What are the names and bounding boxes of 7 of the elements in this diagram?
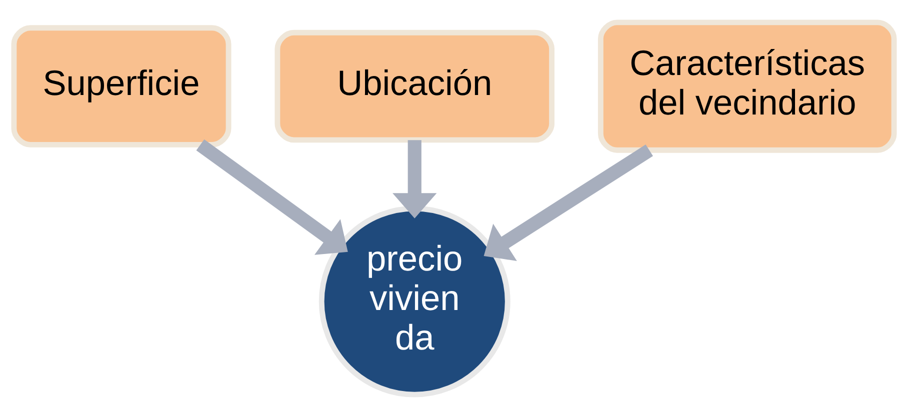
node-circle: precio vivien da <box>318 206 510 398</box>
node-box: Características del vecindario <box>598 20 897 153</box>
arrow <box>196 139 348 255</box>
node-box: Superficie <box>11 25 232 148</box>
node-box: Ubicación <box>274 30 554 143</box>
arrow <box>392 140 437 218</box>
arrow <box>484 144 653 262</box>
